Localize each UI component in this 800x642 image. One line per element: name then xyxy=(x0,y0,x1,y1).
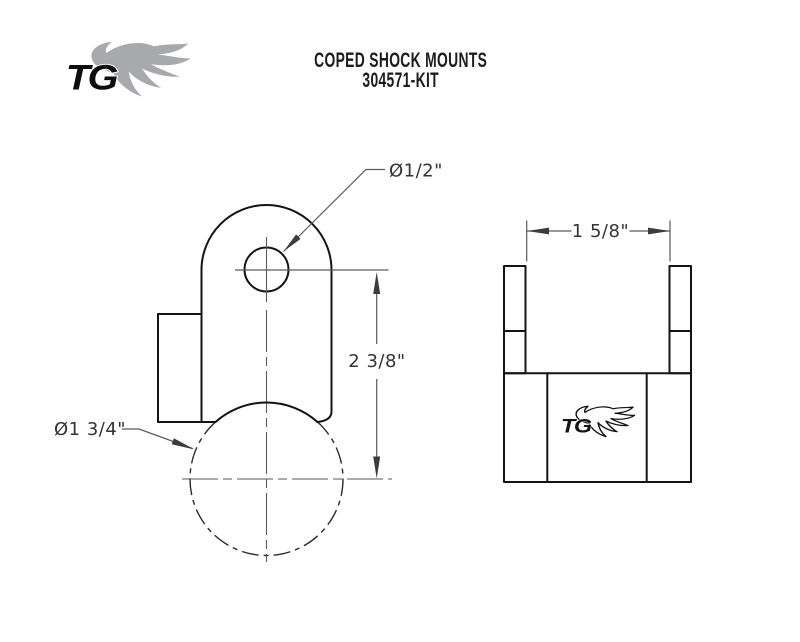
gusset-plate xyxy=(157,313,217,423)
front-tube-body xyxy=(503,372,692,483)
arrow-up-icon xyxy=(373,272,381,294)
leader-line-hole xyxy=(283,168,385,252)
arrow-down-icon xyxy=(373,456,381,479)
leader-arrow-icon xyxy=(171,438,195,450)
front-right-tab xyxy=(668,265,692,375)
dimension-width: 1 5/8" xyxy=(526,220,671,262)
logo-text: TG xyxy=(66,58,118,97)
hole-diameter-label: Ø1/2" xyxy=(389,161,443,182)
dimension-hole-diameter: Ø1/2" xyxy=(283,161,443,252)
side-view: 2 3/8" Ø1/2" Ø1 3/4" xyxy=(54,161,443,562)
part-number: 304571-KIT xyxy=(362,69,439,92)
drawing-title: COPED SHOCK MOUNTS xyxy=(314,49,488,72)
tube-diameter-label: Ø1 3/4" xyxy=(54,419,126,440)
logo-text-small: TG xyxy=(561,415,592,437)
dimension-tube-diameter: Ø1 3/4" xyxy=(54,419,195,450)
arrow-left-icon xyxy=(527,227,549,235)
cope-arc xyxy=(214,401,319,423)
shock-tab-outline xyxy=(200,204,333,423)
title-block: COPED SHOCK MOUNTS 304571-KIT xyxy=(137,49,665,92)
leader-arrow-icon xyxy=(283,234,301,252)
tg-logo-small: TG xyxy=(561,405,636,437)
front-view: 1 5/8" TG xyxy=(503,220,692,483)
width-dimension-label: 1 5/8" xyxy=(572,221,629,242)
height-dimension-label: 2 3/8" xyxy=(348,351,405,372)
front-left-tab xyxy=(503,265,527,375)
arrow-right-icon xyxy=(648,227,670,235)
dimension-height: 2 3/8" xyxy=(348,272,405,479)
tg-logo: TG xyxy=(65,41,191,98)
